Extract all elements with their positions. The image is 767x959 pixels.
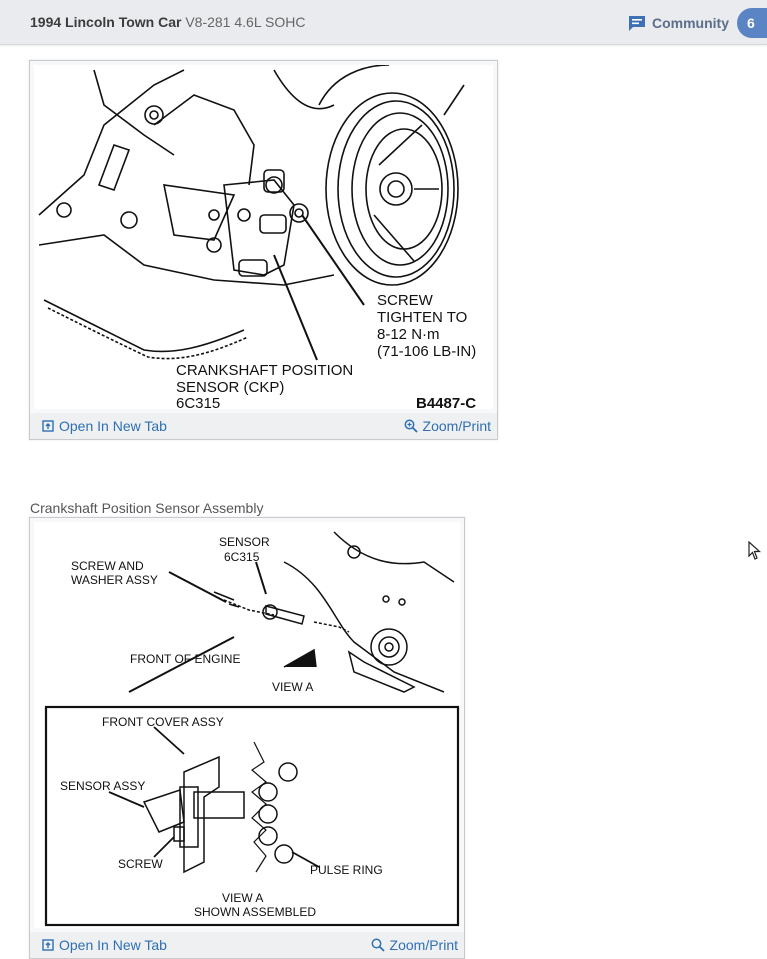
vehicle-engine: V8-281 4.6L SOHC <box>185 14 306 30</box>
label-screw-washer-2: WASHER ASSY <box>71 573 158 587</box>
open-in-new-tab-icon <box>42 939 54 951</box>
figure-card-footer: Open In New Tab Zoom/Print <box>30 413 497 439</box>
label-shown-assembled: SHOWN ASSEMBLED <box>194 905 316 919</box>
zoom-magnifier-icon <box>371 938 385 952</box>
open-in-new-tab-icon <box>42 420 54 432</box>
label-sensor-pn: 6C315 <box>224 550 260 564</box>
mouse-pointer-icon <box>748 541 762 560</box>
label-sensor: SENSOR <box>219 535 270 549</box>
ckp-sensor-illustration: SCREW TIGHTEN TO 8-12 N·m (71-106 LB-IN)… <box>38 64 476 412</box>
vehicle-title: 1994 Lincoln Town Car V8-281 4.6L SOHC <box>30 14 305 30</box>
chat-bubble-icon <box>629 16 645 31</box>
community-label: Community <box>652 15 729 31</box>
label-view-a: VIEW A <box>272 680 313 694</box>
open-in-new-tab-label: Open In New Tab <box>59 418 167 434</box>
label-tighten: TIGHTEN TO <box>377 309 467 326</box>
zoom-magnifier-icon <box>404 419 418 433</box>
label-screw-washer-1: SCREW AND <box>71 559 144 573</box>
label-torque-lbin: (71-106 LB-IN) <box>377 343 476 360</box>
vehicle-header: 1994 Lincoln Town Car V8-281 4.6L SOHC C… <box>0 0 767 45</box>
label-front-of-engine: FRONT OF ENGINE <box>130 652 240 666</box>
label-part-number: 6C315 <box>176 395 220 409</box>
community-count-badge: 6 <box>737 8 767 38</box>
label-view-a-2: VIEW A <box>222 891 263 905</box>
label-screw: SCREW <box>377 292 434 309</box>
vehicle-name: 1994 Lincoln Town Car <box>30 14 182 30</box>
open-in-new-tab-link[interactable]: Open In New Tab <box>42 937 167 953</box>
label-pulse-ring: PULSE RING <box>310 863 383 877</box>
label-front-cover: FRONT COVER ASSY <box>102 715 224 729</box>
zoom-print-link[interactable]: Zoom/Print <box>404 418 491 434</box>
label-torque-nm: 8-12 N·m <box>377 326 440 343</box>
figure-card-ckp-sensor: SCREW TIGHTEN TO 8-12 N·m (71-106 LB-IN)… <box>29 60 498 440</box>
figure-caption: Crankshaft Position Sensor Assembly <box>30 500 264 516</box>
sensor-assembly-diagram[interactable]: SENSOR 6C315 SCREW AND WASHER ASSY FRONT… <box>34 522 460 928</box>
label-screw-2: SCREW <box>118 857 163 871</box>
figure-card-footer: Open In New Tab Zoom/Print <box>30 932 464 958</box>
label-sensor-line2: SENSOR (CKP) <box>176 379 284 396</box>
sensor-assembly-illustration: SENSOR 6C315 SCREW AND WASHER ASSY FRONT… <box>44 531 460 927</box>
label-figure-id: B4487-C <box>416 395 476 409</box>
label-sensor-line1: CRANKSHAFT POSITION <box>176 362 353 379</box>
zoom-print-link[interactable]: Zoom/Print <box>371 937 458 953</box>
figure-card-sensor-assembly: SENSOR 6C315 SCREW AND WASHER ASSY FRONT… <box>29 517 465 959</box>
open-in-new-tab-label: Open In New Tab <box>59 937 167 953</box>
zoom-print-label: Zoom/Print <box>422 418 491 434</box>
label-sensor-assy: SENSOR ASSY <box>60 779 145 793</box>
open-in-new-tab-link[interactable]: Open In New Tab <box>42 418 167 434</box>
ckp-sensor-diagram[interactable]: SCREW TIGHTEN TO 8-12 N·m (71-106 LB-IN)… <box>34 64 493 412</box>
community-button[interactable]: Community 6 <box>628 8 767 38</box>
zoom-print-label: Zoom/Print <box>389 937 458 953</box>
